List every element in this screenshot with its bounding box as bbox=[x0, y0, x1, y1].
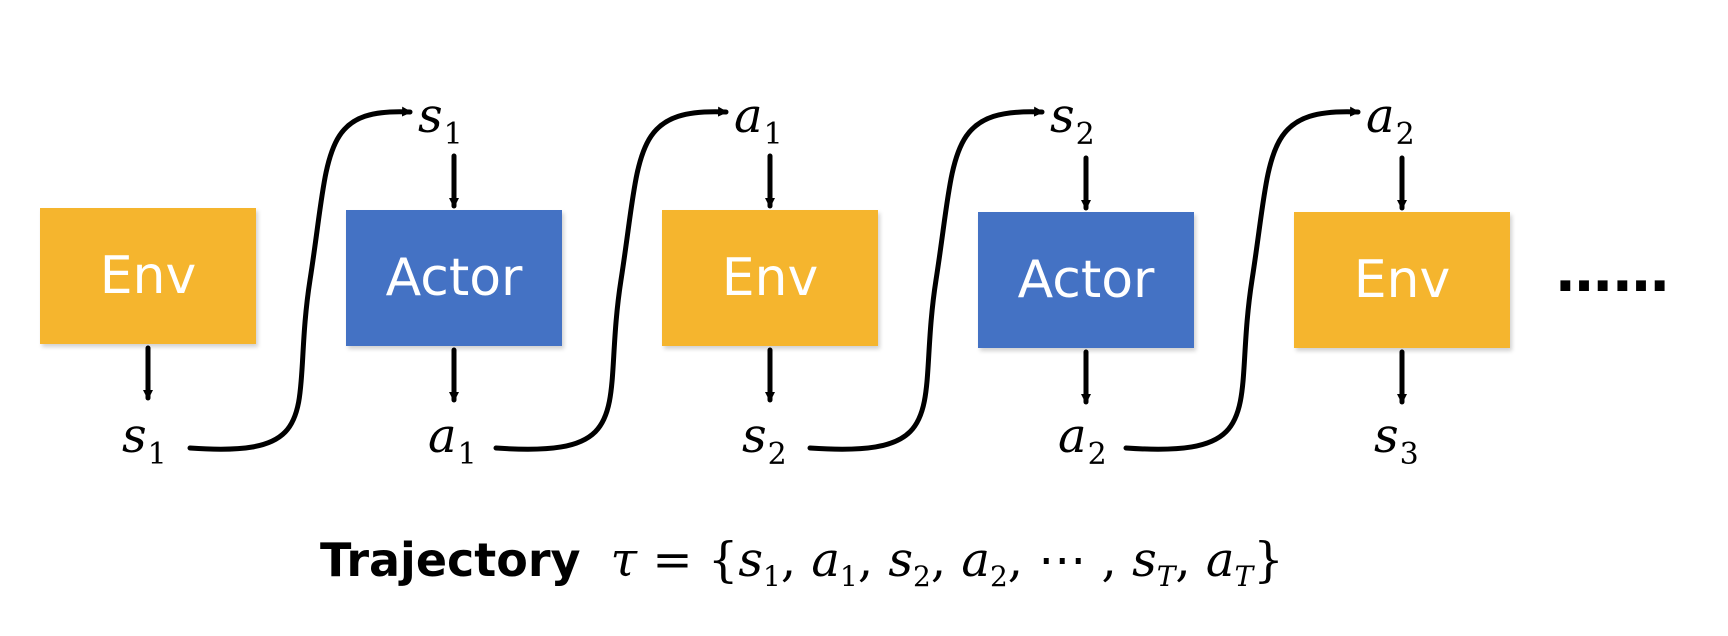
flow-curve-4 bbox=[1123, 106, 1361, 452]
actor-box-1: Actor bbox=[346, 210, 562, 346]
env-box-3: Env bbox=[1294, 212, 1510, 348]
trajectory-formula: τ = {s1, a1, s2, a2, ⋯ , sT, aT} bbox=[610, 532, 1284, 593]
bottom-symbol-s1: s1 bbox=[122, 408, 167, 472]
bottom-symbol-a1: a1 bbox=[428, 408, 477, 472]
flow-curve-2 bbox=[493, 106, 729, 452]
top-symbol-a2: a2 bbox=[1366, 88, 1415, 152]
bottom-symbol-s2: s2 bbox=[742, 408, 787, 472]
env-box-1: Env bbox=[40, 208, 256, 344]
env-box-2: Env bbox=[662, 210, 878, 346]
trajectory-label: Trajectory bbox=[320, 533, 581, 587]
bottom-symbol-a2: a2 bbox=[1058, 408, 1107, 472]
continuation-ellipsis: …… bbox=[1556, 240, 1670, 305]
trajectory-caption: Trajectory τ = {s1, a1, s2, a2, ⋯ , sT, … bbox=[320, 532, 1284, 593]
actor-box-2: Actor bbox=[978, 212, 1194, 348]
top-symbol-s2: s2 bbox=[1050, 88, 1095, 152]
flow-curve-1 bbox=[187, 106, 413, 452]
flow-curve-3 bbox=[807, 106, 1045, 452]
top-symbol-a1: a1 bbox=[734, 88, 783, 152]
bottom-symbol-s3: s3 bbox=[1374, 408, 1419, 472]
top-symbol-s1: s1 bbox=[418, 88, 463, 152]
